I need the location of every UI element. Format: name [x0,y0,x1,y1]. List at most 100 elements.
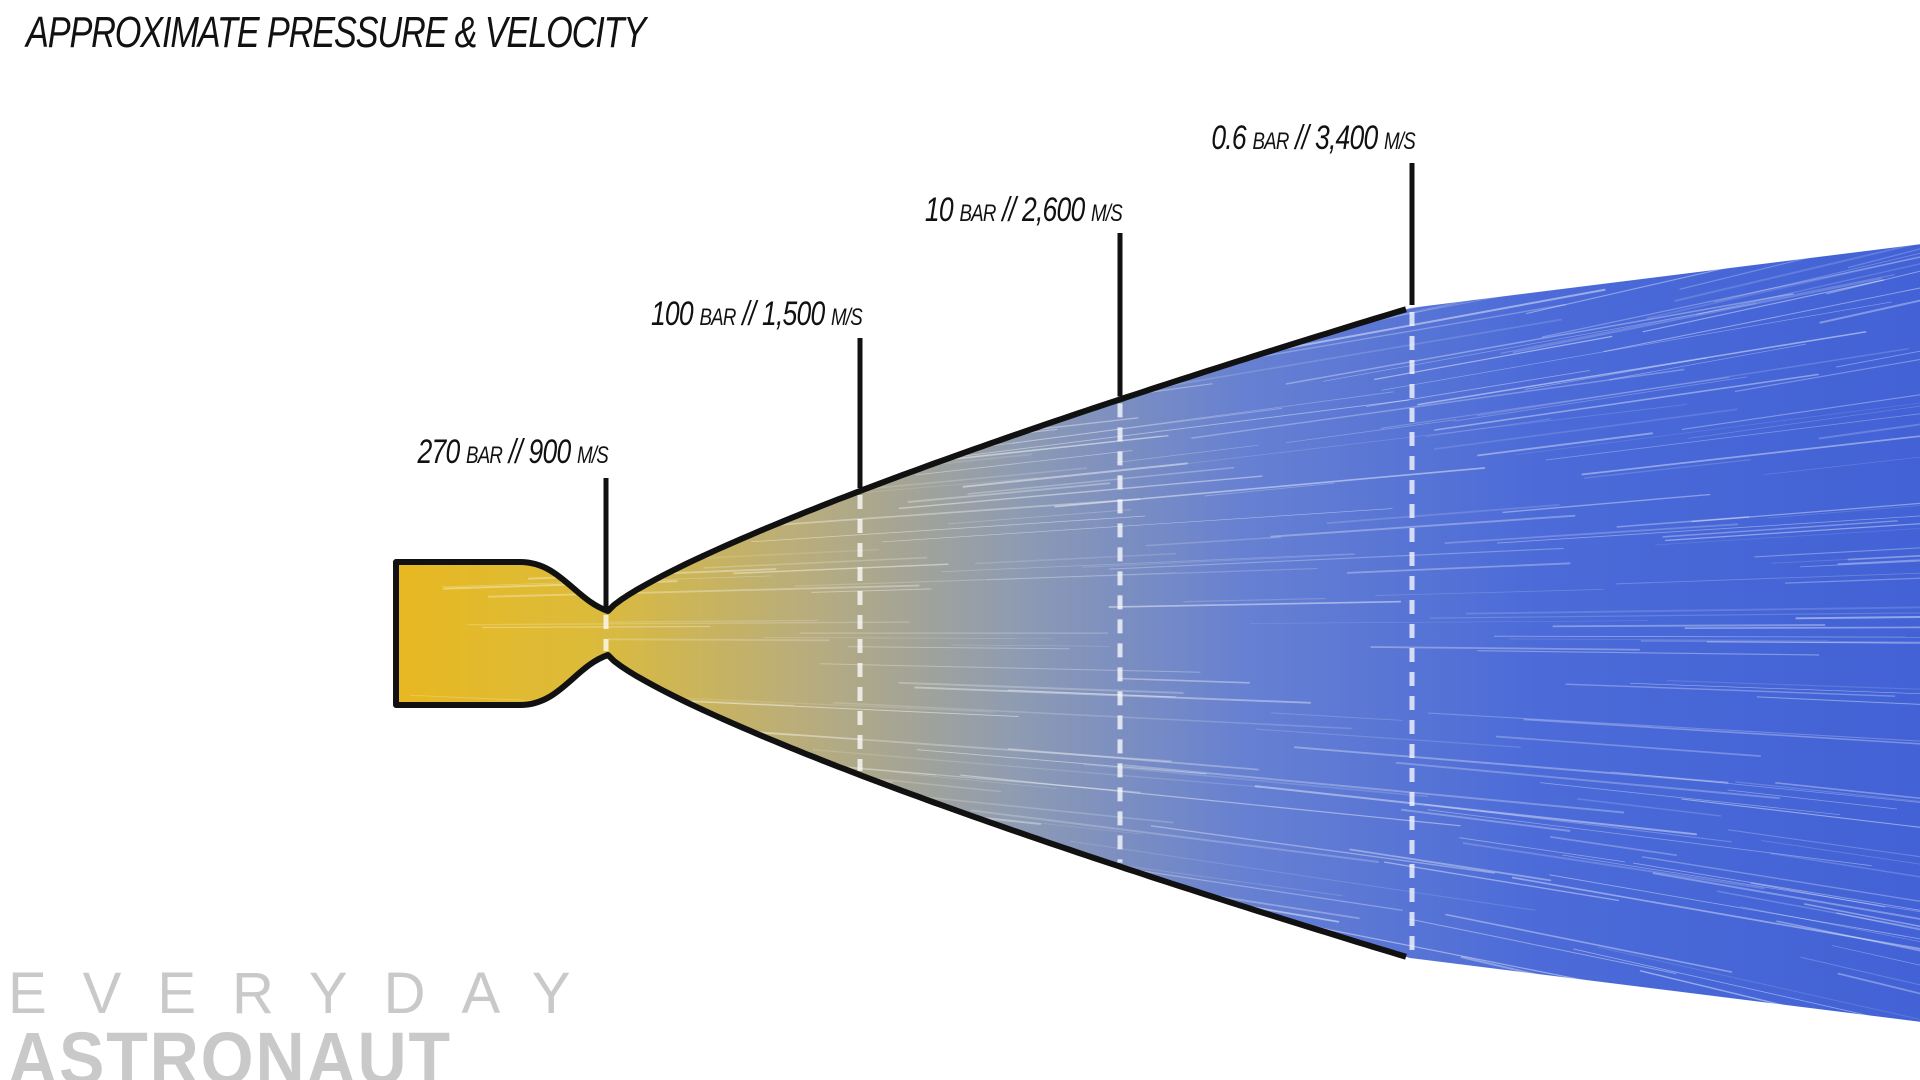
flow-streak [1255,728,1521,748]
flow-streak [820,663,1201,673]
logo-line-1: EVERYDAY [8,961,607,1026]
station-label-expansion-1: 100 BAR // 1,500 M/S [651,295,863,334]
station-label-chamber: 270 BAR // 900 M/S [418,433,609,472]
flow-streak [1754,532,1920,558]
flow-streak [1646,244,1920,320]
flow-streak [733,923,1118,1005]
flow-streak [833,701,1352,730]
flow-streak [1784,573,1920,584]
flow-streak [421,479,596,499]
flow-streak [1687,401,1920,439]
flow-streak [767,837,939,864]
flow-streak [914,686,1311,704]
flow-streak [1106,244,1420,254]
flow-streak [794,567,1318,587]
station-label-expansion-2: 10 BAR // 2,600 M/S [925,191,1123,230]
flow-streak [1188,958,1542,1022]
flow-streak [1041,244,1168,274]
flow-streak [1401,808,1571,832]
flow-streak [1776,920,1920,973]
flow-streak [1664,509,1920,542]
flow-streak [1539,782,1841,816]
flow-streak [928,1000,1117,1022]
flow-streak [1714,244,1920,303]
flow-streak [1639,969,1907,1022]
flow-streak [1366,369,1590,408]
flow-streak [719,432,890,456]
flow-streak [664,919,807,949]
flow-streak [882,508,1393,543]
flow-streak [1630,682,1920,700]
nozzle-wall-top [393,306,1407,633]
flow-streak [1082,553,1356,568]
flow-streak [1616,516,1750,528]
station-pressure-unit: BAR [1252,128,1289,155]
station-velocity-unit: M/S [831,304,863,331]
flow-streak [1549,874,1920,942]
flow-streak [768,254,931,296]
flow-streak [641,343,824,378]
flow-streak [1367,993,1576,1022]
flow-streak [1087,244,1398,265]
flow-streak [584,896,1011,978]
flow-streak [1425,418,1552,438]
flow-streak [1445,913,1733,973]
flow-streak [1633,862,1920,945]
flow-streak [967,466,1235,495]
station-markers [603,163,1415,954]
flow-streak [1427,712,1920,744]
flow-streak [1847,547,1920,561]
flow-streak [1662,520,1898,538]
flow-streak [1381,301,1892,391]
flow-streak [551,375,843,420]
flow-streak [1727,789,1898,810]
flow-streak [1109,547,1564,570]
flow-streak [404,506,726,532]
flow-streak [951,644,1110,647]
flow-streak [549,824,861,869]
flow-streak [1285,292,1794,385]
flow-streak [520,365,669,392]
flow-streak [1847,244,1920,269]
flow-streak [1573,948,1920,1022]
flow-streak [1250,620,1648,624]
flow-streak [1597,946,1920,1022]
flow-streak [1684,626,1920,630]
flow-streak [1603,284,1920,353]
station-pressure-unit: BAR [466,442,503,469]
flow-streak [1583,458,1751,479]
flow-streak [1423,803,1732,843]
flow-streak [1380,376,1730,429]
flow-streak [846,257,995,295]
flow-streak [1819,294,1920,324]
flow-streak [430,881,777,944]
flow-streak [1270,514,1576,538]
flow-streak [526,523,706,538]
station-separator: // [508,433,523,471]
exhaust-plume-fill [396,244,1920,1022]
flow-streak [1681,382,1920,430]
flow-streak [522,244,819,260]
flow-streak [1465,605,1920,615]
flow-streak [911,322,1167,372]
flow-streak [551,356,679,381]
flow-streak [915,450,1133,476]
flow-streak [909,992,1176,1022]
flow-streak [1761,840,1920,910]
flow-streak [703,556,928,569]
station-velocity: 900 [528,433,572,471]
flow-streak [1069,898,1199,926]
flow-streak [1576,798,1722,817]
flow-streak [948,509,1131,525]
flow-streak [1515,399,1920,456]
flow-streak [1800,560,1920,568]
flow-streak [1244,985,1690,1022]
flow-streak [975,552,1177,565]
flow-streak [1411,980,1573,1022]
flow-streak [1064,244,1575,289]
flow-streak [1667,244,1859,254]
flow-streak [804,386,1070,427]
station-velocity: 2,600 [1021,191,1085,229]
flow-streak [1326,503,1560,525]
flow-streak [1267,258,1432,299]
